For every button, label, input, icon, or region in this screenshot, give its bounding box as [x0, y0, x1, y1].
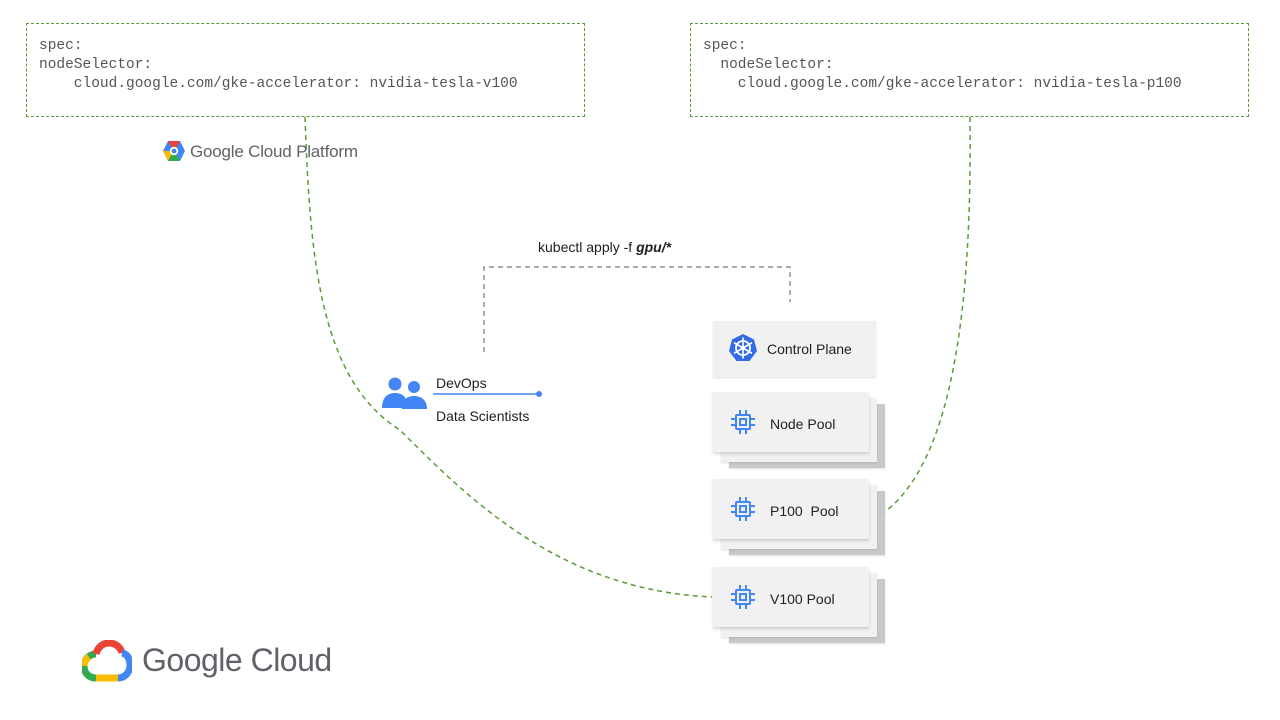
- code-line: nodeSelector:: [39, 57, 153, 73]
- code-line: cloud.google.com/gke-accelerator: nvidia…: [39, 76, 518, 92]
- p100-pool-card[interactable]: P100 Pool: [713, 479, 885, 559]
- kubectl-command-arg: gpu/*: [636, 239, 672, 255]
- card-front-layer: Node Pool: [713, 392, 869, 452]
- team-label-data-scientists: Data Scientists: [436, 408, 530, 424]
- p100-selector-connector: [875, 116, 971, 519]
- code-line: nodeSelector:: [703, 57, 834, 73]
- v100-selector-connector: [304, 116, 713, 598]
- kubectl-command-prefix: kubectl apply -f: [538, 239, 637, 255]
- gcp-logo: Google Cloud Platform: [160, 139, 360, 165]
- p100-pool-label: P100 Pool: [770, 503, 839, 519]
- control-plane-card[interactable]: Control Plane: [713, 321, 876, 377]
- node-pool-card[interactable]: Node Pool: [713, 392, 885, 472]
- card-front-layer: P100 Pool: [713, 479, 869, 539]
- google-cloud-logo: Google Cloud: [82, 638, 352, 686]
- google-cloud-icon: [82, 640, 132, 682]
- google-cloud-logo-text: Google Cloud: [142, 642, 332, 678]
- chip-icon: [731, 410, 755, 434]
- code-line: spec:: [39, 38, 83, 54]
- kubectl-connector: [483, 266, 791, 352]
- chip-icon: [731, 585, 755, 609]
- kubectl-command: kubectl apply -f gpu/*: [538, 239, 671, 255]
- gcp-logo-text: Google Cloud Platform: [190, 142, 358, 161]
- people-icon: [382, 377, 427, 409]
- team-divider-dot: [536, 391, 542, 397]
- code-box-v100: spec: nodeSelector: cloud.google.com/gke…: [26, 23, 585, 117]
- card-front-layer: V100 Pool: [713, 567, 869, 627]
- v100-pool-label: V100 Pool: [770, 591, 835, 607]
- kubernetes-icon: [729, 334, 757, 361]
- code-line: cloud.google.com/gke-accelerator: nvidia…: [703, 76, 1182, 92]
- team-label-devops: DevOps: [436, 375, 487, 391]
- code-box-p100: spec: nodeSelector: cloud.google.com/gke…: [690, 23, 1249, 117]
- control-plane-label: Control Plane: [767, 341, 852, 357]
- code-line: spec:: [703, 38, 747, 54]
- gcp-hexagon-icon: [163, 141, 185, 161]
- chip-icon: [731, 497, 755, 521]
- node-pool-label: Node Pool: [770, 416, 836, 432]
- v100-pool-card[interactable]: V100 Pool: [713, 567, 885, 647]
